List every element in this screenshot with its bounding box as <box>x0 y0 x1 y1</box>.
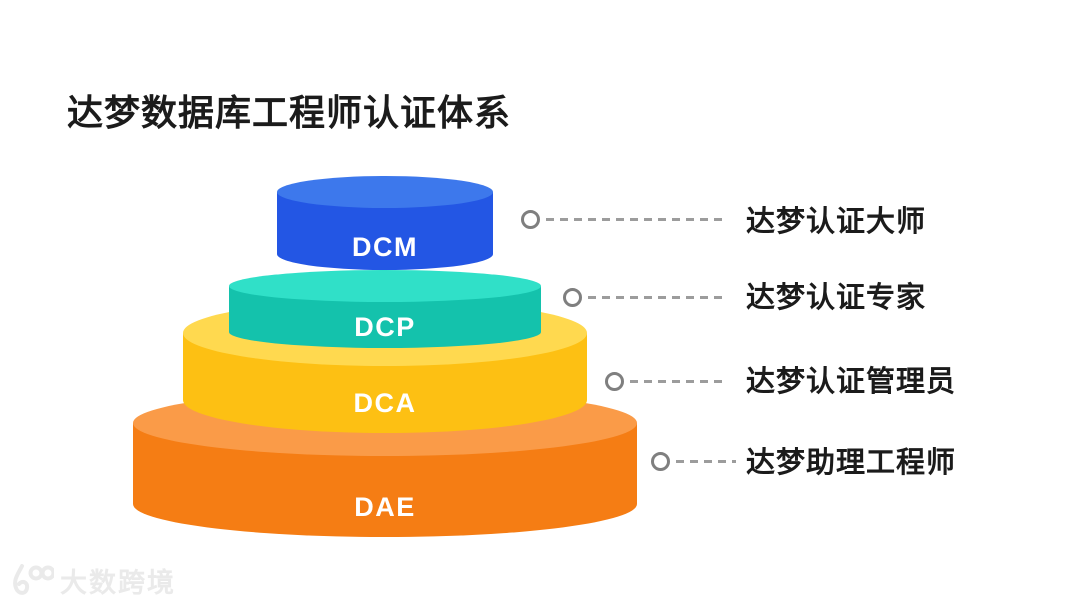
tier-dcm-top-face <box>277 176 493 208</box>
callout-label-dcp: 达梦认证专家 <box>746 282 927 314</box>
dashed-connector-line <box>588 296 727 299</box>
dashed-connector-line <box>630 380 727 383</box>
tier-dca-code: DCA <box>353 388 417 418</box>
brand-logo-icon <box>13 563 54 595</box>
watermark: 大数跨境 <box>10 561 176 600</box>
callout-label-dca: 达梦认证管理员 <box>746 366 957 398</box>
dashed-connector-line <box>676 460 736 463</box>
callout-label-dcm: 达梦认证大师 <box>746 206 927 238</box>
callout-label-dae: 达梦助理工程师 <box>746 447 957 479</box>
watermark-text: 大数跨境 <box>60 568 176 598</box>
page-title: 达梦数据库工程师认证体系 <box>67 92 512 134</box>
dashed-connector-line <box>546 218 726 221</box>
tier-dcp-top-face <box>229 270 541 302</box>
tier-dcp-code: DCP <box>354 312 416 342</box>
tier-dcm-code: DCM <box>352 232 418 262</box>
connector-circle-icon <box>521 210 540 229</box>
tier-dae-code: DAE <box>354 492 416 522</box>
connector-circle-icon <box>605 372 624 391</box>
connector-circle-icon <box>563 288 582 307</box>
connector-circle-icon <box>651 452 670 471</box>
